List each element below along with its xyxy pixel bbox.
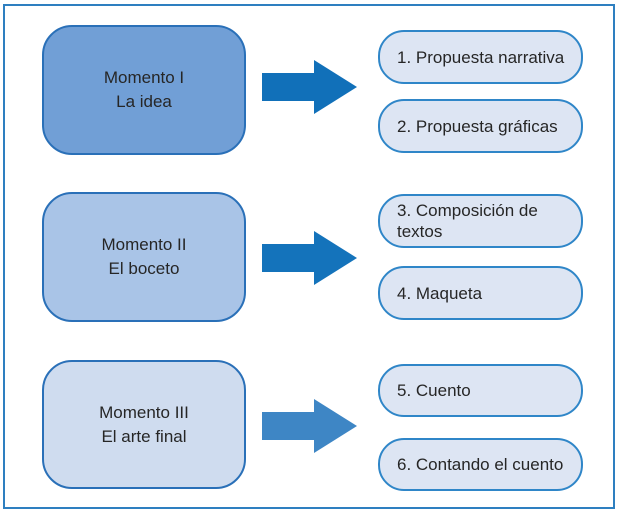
arrow-right-shape: [262, 60, 357, 114]
momento-1-subtitle: La idea: [116, 92, 172, 111]
momento-2-title: Momento II: [101, 235, 187, 254]
arrow-right-shape: [262, 231, 357, 285]
arrow-right-icon: [262, 399, 357, 453]
step-1-label: 1. Propuesta narrativa: [397, 47, 565, 67]
momento-3-subtitle: El arte final: [101, 426, 187, 446]
arrow-right-icon: [262, 60, 357, 114]
arrow-right-icon: [262, 231, 357, 285]
momento-2-subtitle: El boceto: [108, 259, 180, 278]
momento-3-box: Momento III El arte final: [42, 360, 246, 489]
step-1-pill: 1. Propuesta narrativa: [378, 30, 583, 84]
step-5-pill: 5. Cuento: [378, 364, 583, 417]
momento-1-title: Momento I: [103, 68, 185, 87]
step-6-pill: 6. Contando el cuento: [378, 438, 583, 491]
diagram-border-frame: [3, 4, 615, 509]
step-4-label: 4. Maqueta: [397, 283, 483, 303]
momento-2-box: Momento II El boceto: [42, 192, 246, 322]
step-3-label: 3. Composición de textos: [397, 201, 538, 241]
momento-1-box: Momento I La idea: [42, 25, 246, 155]
step-4-pill: 4. Maqueta: [378, 266, 583, 320]
step-5-label: 5. Cuento: [397, 381, 471, 400]
step-2-pill: 2. Propuesta gráficas: [378, 99, 583, 153]
step-6-label: 6. Contando el cuento: [397, 455, 564, 474]
step-2-label: 2. Propuesta gráficas: [397, 116, 558, 136]
step-3-pill: 3. Composición de textos: [378, 194, 583, 248]
arrow-right-shape: [262, 399, 357, 453]
momento-3-title: Momento III: [99, 402, 189, 422]
